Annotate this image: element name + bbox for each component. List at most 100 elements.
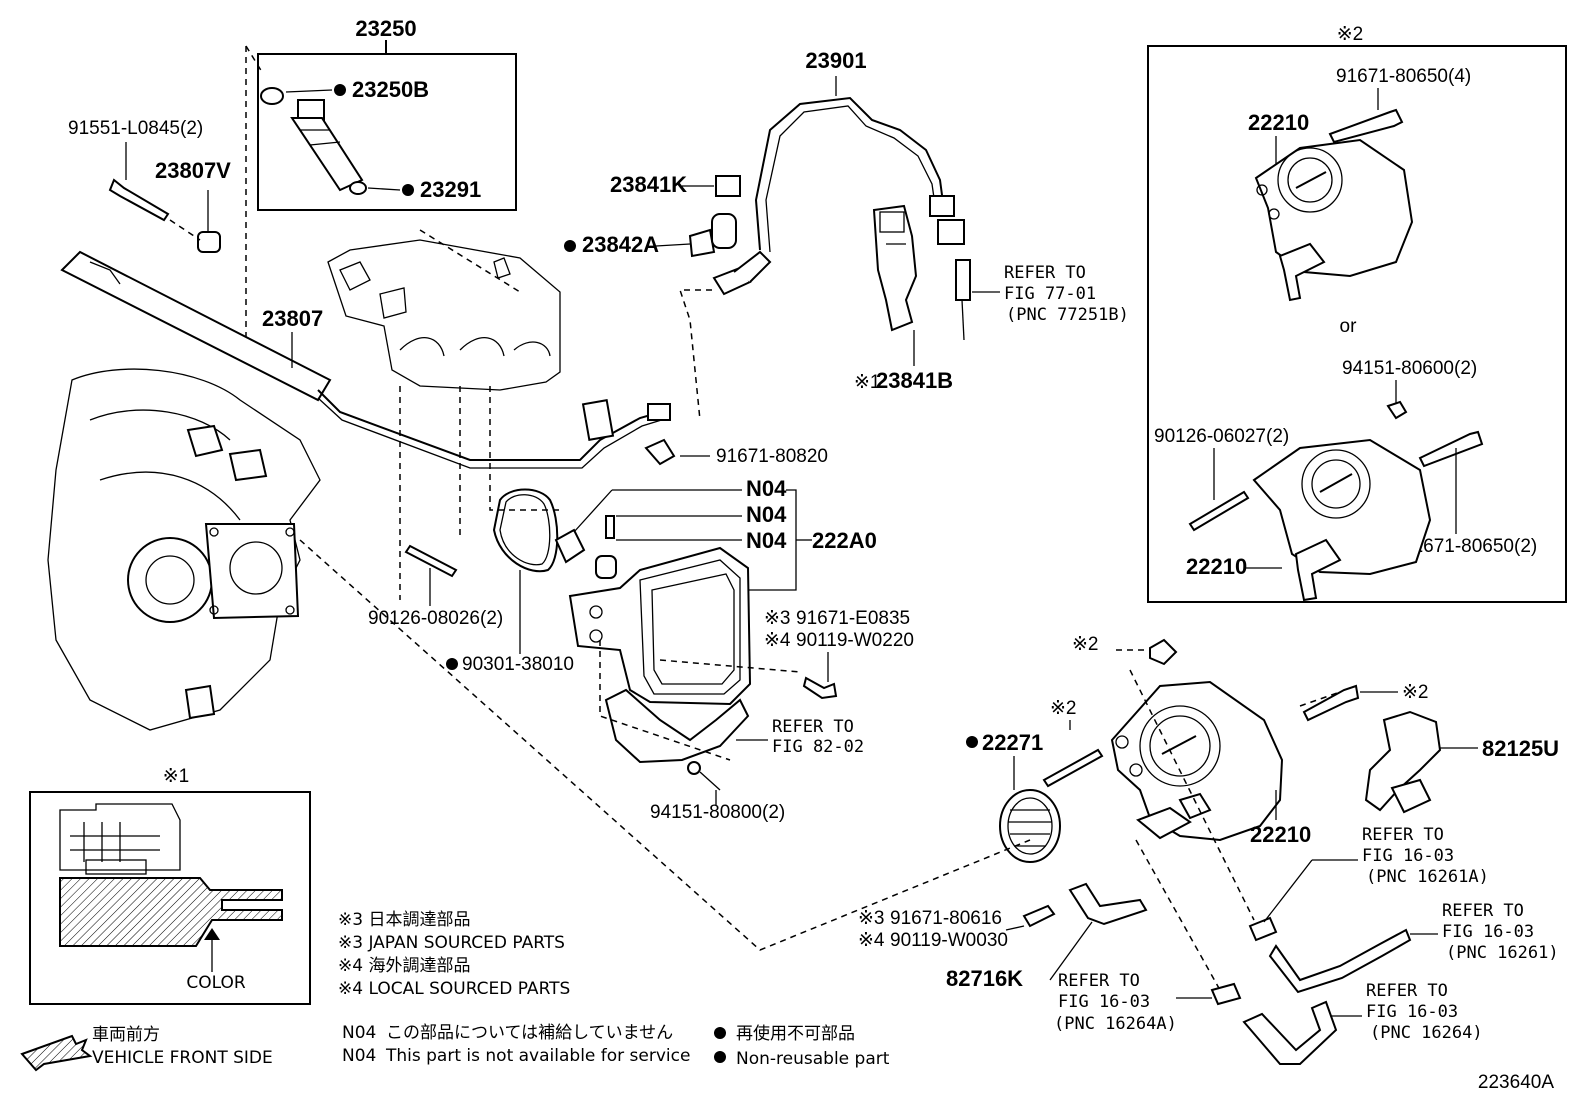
inset1-box xyxy=(29,791,311,1005)
x2-cap-mark: ※2 xyxy=(1072,634,1099,655)
inset2-box xyxy=(1147,45,1567,603)
legend-line-2: ※3 JAPAN SOURCED PARTS xyxy=(338,933,565,953)
label-82125u: 82125U xyxy=(1482,736,1559,761)
n04-jp-text: この部品については補給していません xyxy=(386,1023,673,1043)
mark-4b: ※4 xyxy=(858,930,885,951)
non-reusable-mark xyxy=(446,658,458,670)
intake-manifold xyxy=(47,368,1031,951)
ref-16b-line2: FIG 16-03 xyxy=(1442,922,1534,942)
hoses-16-03: REFER TO FIG 16-03 (PNC 16261A) REFER TO… xyxy=(1054,825,1559,1065)
label-23250: 23250 xyxy=(355,16,416,41)
label-23250b: 23250B xyxy=(352,77,429,102)
label-90119-w0220: 90119-W0220 xyxy=(796,630,914,651)
label-91671-80650-2: 91671-80650(2) xyxy=(1402,536,1537,557)
n04-en-text: This part is not available for service xyxy=(385,1046,690,1066)
label-23841b: 23841B xyxy=(876,368,953,393)
label-n04-3: N04 xyxy=(746,528,787,553)
mark-4a: ※4 xyxy=(764,630,791,651)
ref-16a-line2: FIG 16-03 xyxy=(1362,846,1454,866)
ref-77-line2: FIG 77-01 xyxy=(1004,284,1096,304)
non-reusable-mark xyxy=(966,736,978,748)
legend-line-4: ※4 LOCAL SOURCED PARTS xyxy=(338,979,570,999)
label-n04-2: N04 xyxy=(746,502,787,527)
n04-parts: N04 N04 N04 222A0 xyxy=(554,476,877,591)
ref-16d-line1: REFER TO xyxy=(1366,981,1448,1001)
ref-16b-line3: (PNC 16261) xyxy=(1446,943,1559,963)
label-22210-main: 22210 xyxy=(1250,822,1311,847)
stud xyxy=(1042,748,1104,788)
gasket-22271: 22271 xyxy=(966,730,1061,863)
nonreuse-jp: 再使用不可部品 xyxy=(736,1023,855,1044)
label-94151-80800: 94151-80800(2) xyxy=(650,802,785,823)
hose-connector xyxy=(937,219,965,245)
label-91671-e0835: 91671-E0835 xyxy=(796,608,910,629)
label-91671-80650-4: 91671-80650(4) xyxy=(1336,66,1471,87)
n04-jp-code: N04 xyxy=(342,1023,376,1043)
arrow-up-icon xyxy=(204,928,220,940)
clamp-23841k xyxy=(715,175,741,197)
label-23807: 23807 xyxy=(262,306,323,331)
throttle-body-22210: 22210 xyxy=(1110,649,1341,991)
fuel-hose-23901: 23901 23841K 23842A xyxy=(564,48,965,421)
ref-82-line1: REFER TO xyxy=(772,717,854,737)
ref-16c-line3: (PNC 16264A) xyxy=(1054,1014,1177,1034)
gasket-90301-38010: 90301-38010 xyxy=(446,488,574,675)
label-90301-38010: 90301-38010 xyxy=(462,654,574,675)
egr-valve xyxy=(127,537,213,623)
bolt-91551 xyxy=(108,178,170,222)
label-91671-80820: 91671-80820 xyxy=(716,446,828,467)
manifold-flange xyxy=(204,523,300,620)
cylinder-head-outline xyxy=(327,229,561,600)
label-91671-80616: 91671-80616 xyxy=(890,908,1002,929)
hose-16264 xyxy=(1242,1000,1338,1065)
ref-77-line3: (PNC 77251B) xyxy=(1006,305,1129,325)
inset2-mark: ※2 xyxy=(1337,24,1364,45)
hose-16261 xyxy=(1268,928,1412,994)
bracket xyxy=(604,688,750,764)
label-22271: 22271 xyxy=(982,730,1043,755)
non-reusable-mark xyxy=(564,240,576,252)
x2-parts: ※2 ※2 ※2 xyxy=(1042,634,1429,788)
injector-group: 23250 23250B 23291 xyxy=(245,16,517,340)
ref-82-line2: FIG 82-02 xyxy=(772,737,864,757)
inset1-mark: ※1 xyxy=(163,766,190,787)
legend: ※3 日本調達部品 ※3 JAPAN SOURCED PARTS ※4 海外調達… xyxy=(338,910,570,999)
hose-82125u: 82125U xyxy=(1364,710,1559,814)
label-94151-80600: 94151-80600(2) xyxy=(1342,358,1477,379)
n04-en-code: N04 xyxy=(342,1046,376,1066)
nonreuse-en: Non-reusable part xyxy=(736,1049,890,1069)
fuel-delivery-pipe: 23807 xyxy=(60,250,671,469)
label-23842a: 23842A xyxy=(582,232,659,257)
connector-23841b: ※1 23841B xyxy=(854,204,971,393)
insulator-23807v xyxy=(197,231,221,253)
front-arrow-icon xyxy=(20,1034,93,1072)
color-label: COLOR xyxy=(186,973,245,993)
stud-90126-08026: 90126-08026(2) xyxy=(368,544,503,629)
diagram-id: 223640A xyxy=(1478,1072,1554,1093)
throttle-body-top xyxy=(1254,138,1414,278)
label-23901: 23901 xyxy=(805,48,866,73)
retainer-23842a xyxy=(688,228,716,258)
screw-91671-e0835: ※3 91671-E0835 ※4 90119-W0220 xyxy=(764,608,914,700)
non-reusable-mark xyxy=(334,84,346,96)
label-90126-06027: 90126-06027(2) xyxy=(1154,426,1289,447)
ref-16a-line3: (PNC 16261A) xyxy=(1366,867,1489,887)
throttle-body-222a0 xyxy=(568,546,801,791)
front-jp: 車両前方 xyxy=(92,1025,160,1045)
bolt-91671-80820: 91671-80820 xyxy=(644,438,828,467)
label-n04-1: N04 xyxy=(746,476,787,501)
bracket-82716k: 82716K xyxy=(946,882,1148,991)
label-22210-bottom: 22210 xyxy=(1186,554,1247,579)
label-90119-w0030: 90119-W0030 xyxy=(890,930,1008,951)
bolt-91551-group: 91551-L0845(2) 23807V xyxy=(68,118,231,253)
ref-82-02: REFER TO FIG 82-02 xyxy=(736,717,864,757)
label-222a0: 222A0 xyxy=(812,528,877,553)
nut-94151-80800: 94151-80800(2) xyxy=(650,790,785,823)
bolt xyxy=(1302,684,1360,722)
mark-3b: ※3 xyxy=(858,908,885,929)
inset-x1: ※1 COLOR xyxy=(29,766,311,1005)
x2-stud-mark: ※2 xyxy=(1050,698,1077,719)
non-reusable-legend-dot xyxy=(714,1027,726,1039)
ref-16b-line1: REFER TO xyxy=(1442,901,1524,921)
